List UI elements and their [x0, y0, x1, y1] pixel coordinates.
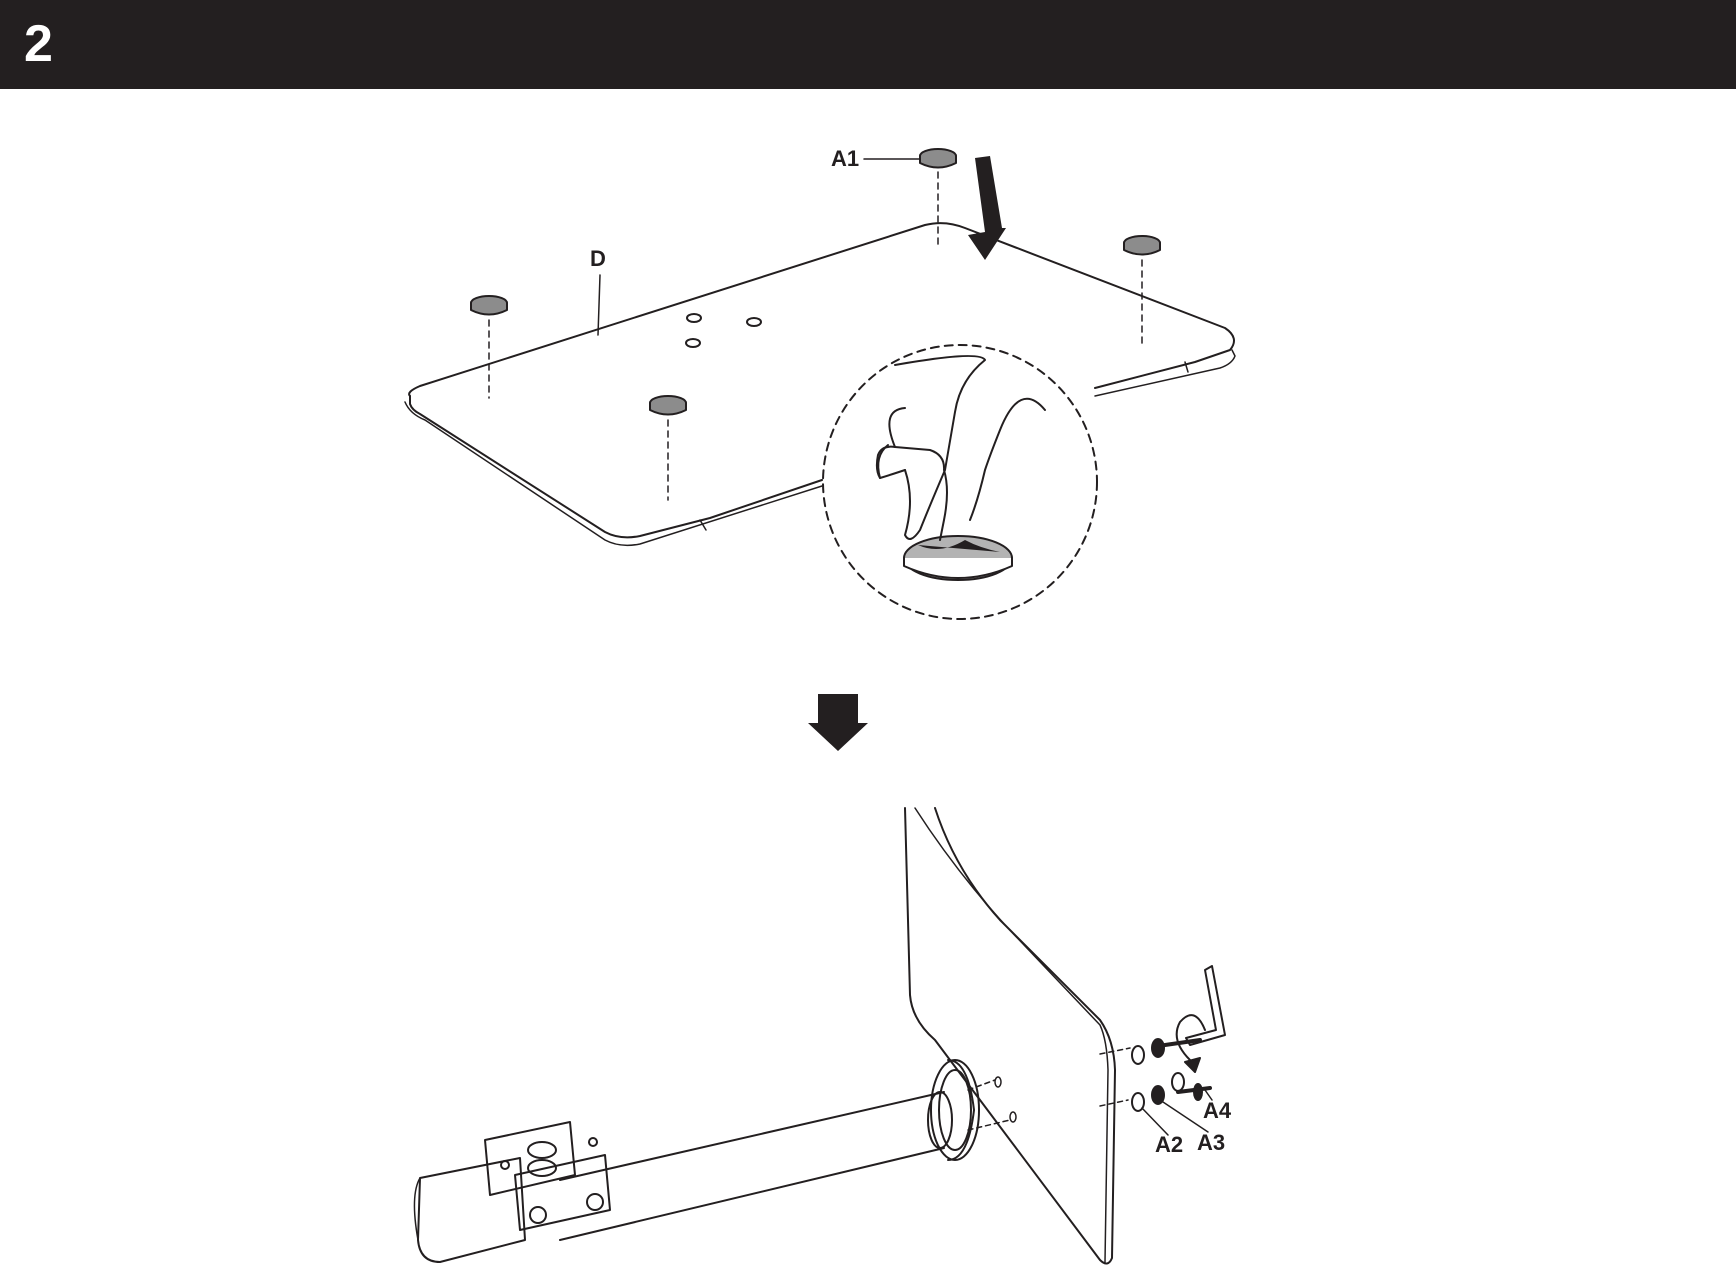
down-arrow-icon	[968, 156, 1006, 260]
label-d: D	[590, 246, 606, 271]
rotation-arrow-icon	[1175, 1014, 1206, 1073]
pad-a1-right	[1123, 235, 1161, 346]
leader-d	[597, 274, 601, 336]
base-plate-side-view	[904, 807, 1116, 1265]
washer-a2	[1131, 1045, 1145, 1112]
pad-a1-top	[919, 148, 957, 249]
leader-a4	[1204, 1089, 1213, 1101]
step-header-bar: 2	[0, 0, 1736, 89]
pad-a1-front	[649, 395, 687, 501]
detail-circle-peel-pad	[822, 344, 1098, 620]
leader-a2	[1141, 1107, 1169, 1136]
step-down-arrow-icon	[808, 694, 868, 751]
step-number: 2	[24, 15, 53, 73]
lock-washer-a3	[1151, 1038, 1185, 1105]
leader-a3	[1159, 1099, 1209, 1133]
support-pole	[559, 1091, 953, 1241]
label-a3: A3	[1197, 1130, 1225, 1155]
label-a4: A4	[1203, 1098, 1232, 1123]
label-a1: A1	[831, 146, 859, 171]
mount-bracket	[484, 1121, 611, 1231]
assembly-diagram: A1 D A4 A2 A3	[404, 146, 1236, 1265]
screw-a4	[1163, 1038, 1212, 1101]
hardware-alignment-lines	[967, 1047, 1131, 1131]
hex-key-icon	[1185, 965, 1226, 1046]
flange	[930, 1059, 980, 1161]
pole-end-cap	[413, 1157, 526, 1263]
pad-a1-left	[470, 295, 508, 399]
label-a2: A2	[1155, 1132, 1183, 1157]
base-plate-d	[404, 222, 1236, 547]
